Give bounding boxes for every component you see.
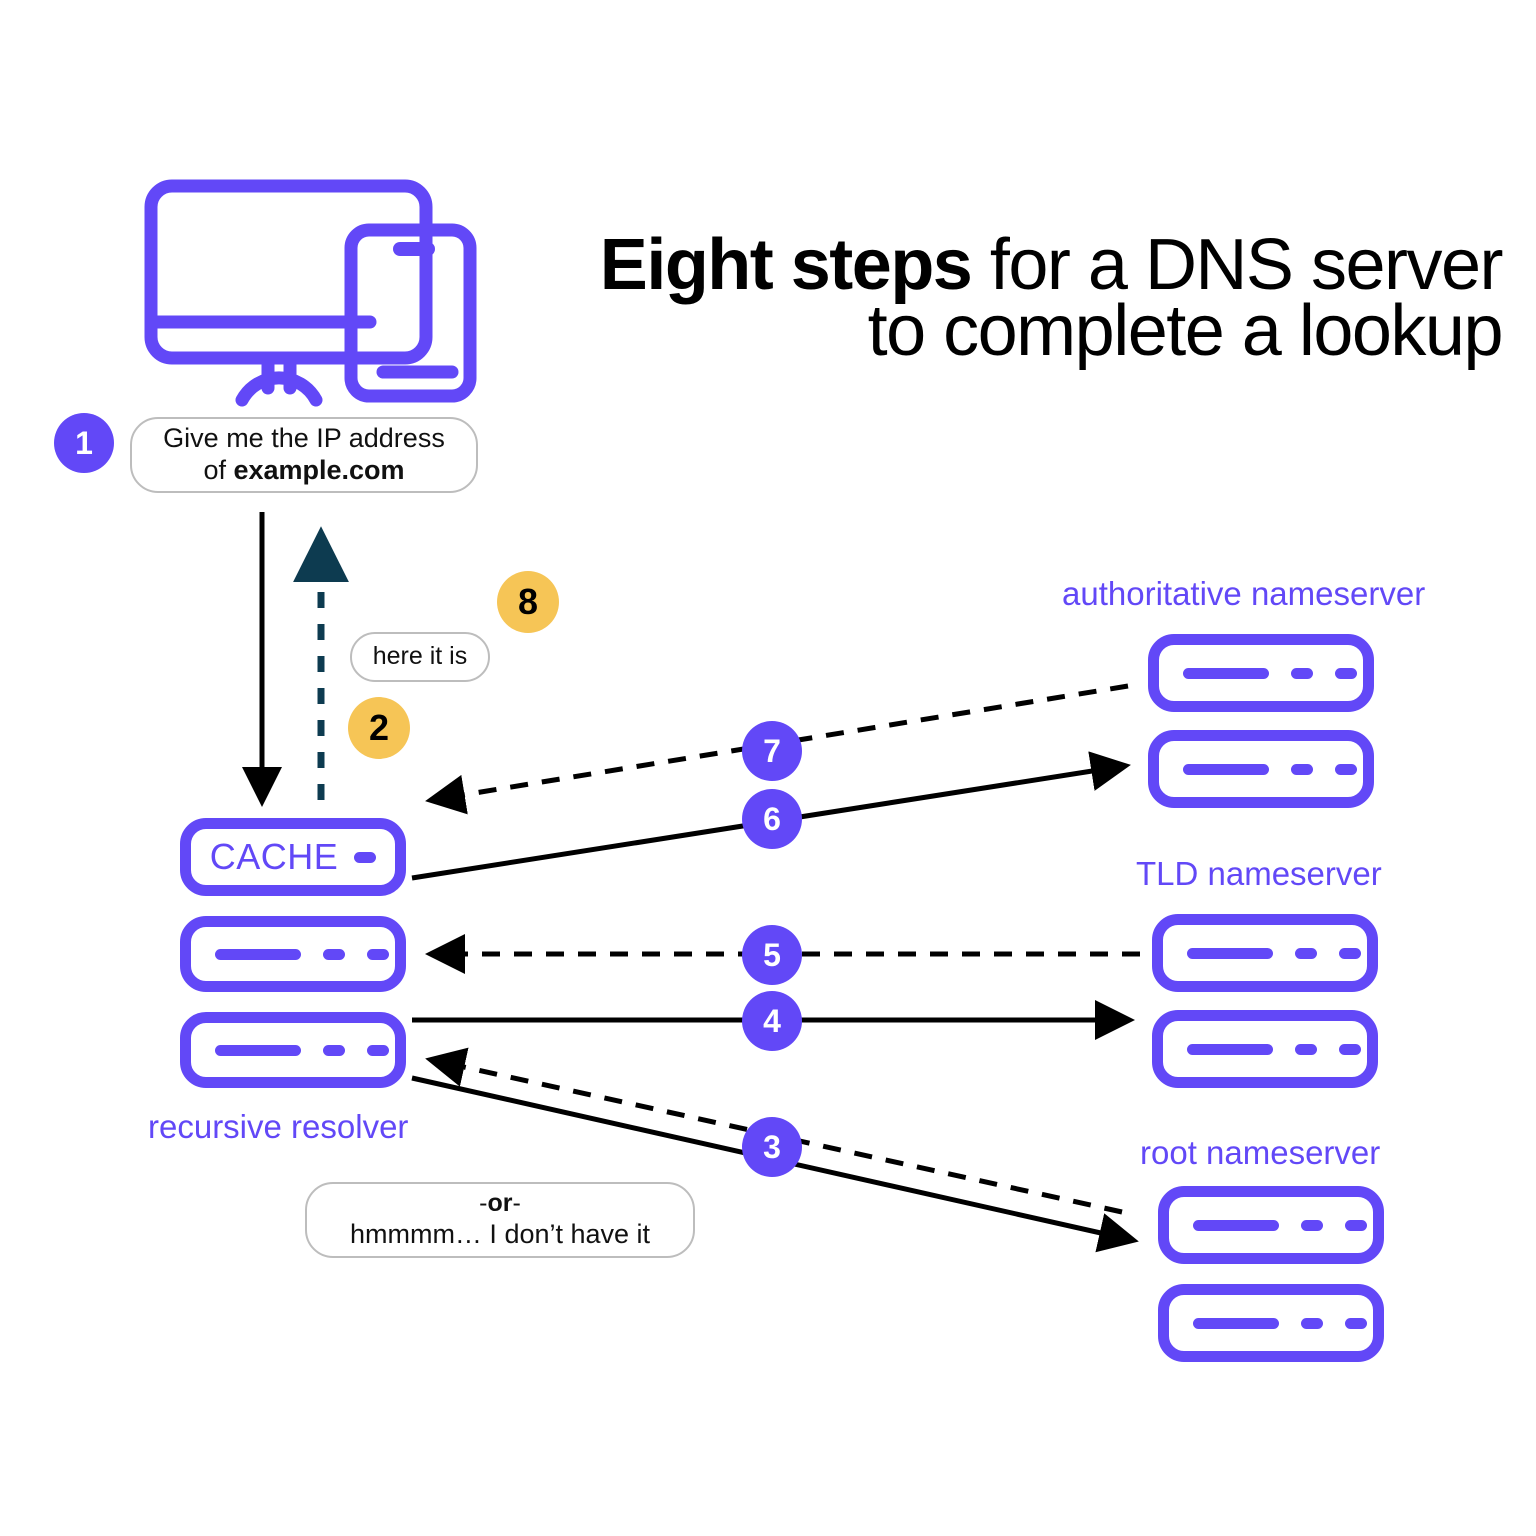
bubble-query-prefix: of [203,455,234,485]
server-bar [1183,763,1269,775]
server-bar [215,948,301,960]
server-bar [1183,667,1269,679]
server-dot [1295,1043,1317,1055]
step-badge-7: 7 [742,721,802,781]
server-icon-resolver-bottom [180,1012,406,1088]
server-dot [1291,763,1313,775]
cache-label: CACHE [209,836,339,877]
monitor-and-phone-icon [144,179,477,407]
server-dot [1345,1317,1367,1329]
server-bar [215,1044,301,1056]
title-rest: for a DNS server [971,225,1504,305]
server-icon-authoritative-top [1148,634,1374,712]
title-line-2: to complete a lookup [867,291,1504,372]
server-dot [367,1044,389,1056]
server-bar [1193,1219,1279,1231]
step-badge-2: 2 [348,697,410,759]
step-badge-5: 5 [742,925,802,985]
step-badge-4: 4 [742,991,802,1051]
server-icon-tld-bottom [1152,1010,1378,1088]
server-dot [1301,1219,1323,1231]
server-dot [1335,667,1357,679]
server-dot [323,1044,345,1056]
title-line-1: Eight steps for a DNS server [492,229,1504,301]
or-prefix: - [479,1189,488,1218]
server-dot [1295,947,1317,959]
step-badge-6: 6 [742,789,802,849]
bubble-or-line: -or- [479,1189,521,1219]
cache-box: CACHE [180,818,406,896]
bubble-no-cache-line-2: hmmmm… I don’t have it [349,1218,651,1249]
bubble-query-domain: example.com [233,455,405,485]
or-strong: or [487,1189,513,1218]
server-icon-tld-top [1152,914,1378,992]
server-bar [1187,947,1273,959]
server-bar [1187,1043,1273,1055]
server-icon-authoritative-bottom [1148,730,1374,808]
title-strong: Eight steps [599,225,973,305]
server-dot [1345,1219,1367,1231]
server-dot [323,948,345,960]
label-authoritative-nameserver: authoritative nameserver [1062,575,1426,612]
server-dot [1291,667,1313,679]
server-icon-resolver-middle [180,916,406,992]
label-root-nameserver: root nameserver [1140,1134,1381,1171]
server-dot [1301,1317,1323,1329]
bubble-query-line-1: Give me the IP address [163,423,445,454]
server-bar [1193,1317,1279,1329]
label-recursive-resolver: recursive resolver [148,1108,409,1145]
step-badge-8: 8 [497,571,559,633]
or-suffix: - [512,1189,521,1218]
bubble-cache-miss: -or- hmmmm… I don’t have it [305,1182,695,1258]
server-dot [1339,1043,1361,1055]
step-badge-1: 1 [54,413,114,473]
bubble-query-line-2: of example.com [203,455,404,487]
cache-dash-icon [354,851,377,863]
server-dot [367,948,389,960]
bubble-here-it-is: here it is [350,632,490,682]
label-tld-nameserver: TLD nameserver [1136,855,1382,892]
server-icon-root-bottom [1158,1284,1384,1362]
page-title: Eight steps for a DNS server to complete… [492,229,1504,372]
step-badge-3: 3 [742,1117,802,1177]
server-icon-root-top [1158,1186,1384,1264]
server-dot [1339,947,1361,959]
bubble-client-query: Give me the IP address of example.com [130,417,478,493]
server-dot [1335,763,1357,775]
